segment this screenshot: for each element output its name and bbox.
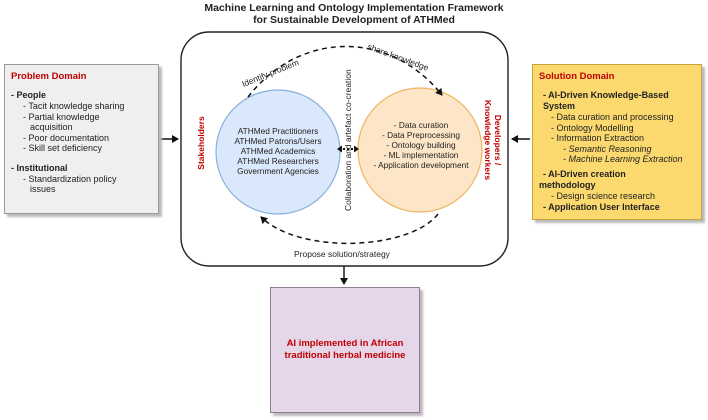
group-methodology: - AI-Driven creation (543, 168, 626, 179)
group-kbs: - AI-Driven Knowledge-Based (543, 90, 669, 100)
group-ui: - Application User Interface (543, 202, 660, 212)
solution-item: - Ontology Modelling (551, 122, 634, 133)
problem-item: - Tacit knowledge sharing (23, 101, 125, 111)
share-knowledge-arrow (247, 45, 443, 98)
group-institutional: - Institutional (11, 162, 68, 173)
solution-item: - Data curation and processing (551, 112, 674, 122)
outcome-line-2: traditional herbal medicine (284, 350, 406, 361)
developer-task: - Application development (373, 160, 469, 170)
developer-task: - Data Preprocessing (382, 130, 460, 140)
stakeholders-label: Stakeholders (196, 116, 206, 170)
stakeholder-item: Government Agencies (237, 166, 319, 176)
solution-domain-heading: Solution Domain (539, 71, 615, 82)
stakeholders-circle (215, 89, 341, 215)
problem-item-continued: issues (30, 184, 56, 194)
group-kbs-continued: System (543, 101, 576, 111)
group-people: - People (11, 90, 47, 100)
developers-circle (357, 87, 483, 213)
solution-item: - Information Extraction (551, 133, 645, 143)
developers-label: Developers / Knowledge workers (483, 99, 503, 181)
problem-domain-box: Problem Domain - People - Tacit knowledg… (4, 64, 159, 214)
developer-task: - ML implementation (383, 150, 459, 160)
problem-item-continued: acquisition (30, 122, 73, 132)
problem-item: - Partial knowledge (23, 111, 100, 122)
stakeholder-item: ATHMed Practitioners (237, 126, 319, 136)
outcome-line-1: AI implemented in African (286, 338, 404, 349)
collaboration-label: Collaboration and artefact co-creation (343, 69, 353, 211)
title-line-1: Machine Learning and Ontology Implementa… (204, 2, 504, 14)
stakeholder-item: ATHMed Patrons/Users (234, 136, 322, 146)
stakeholder-item: ATHMed Researchers (237, 156, 319, 166)
developer-task: - Data curation (393, 120, 449, 130)
developer-task: - Ontology building (386, 140, 456, 150)
stakeholder-list: ATHMed Practitioners ATHMed Patrons/User… (216, 126, 340, 176)
propose-solution-arrow (260, 213, 439, 245)
group-methodology-continued: methodology (539, 179, 596, 190)
problem-item: - Standardization policy (23, 173, 117, 184)
developer-task-list: - Data curation - Data Preprocessing - O… (360, 120, 482, 170)
solution-subitem: - Machine Learning Extraction (563, 154, 683, 164)
stakeholder-item: ATHMed Academics (240, 146, 316, 156)
problem-item: - Skill set deficiency (23, 143, 103, 153)
title-line-2: for Sustainable Development of ATHMed (253, 14, 455, 26)
solution-subitem: - Semantic Reasoning (563, 143, 652, 154)
problem-domain-heading: Problem Domain (11, 71, 87, 82)
outcome-box: AI implemented in African traditional he… (270, 287, 420, 413)
solution-domain-box: Solution Domain - AI-Driven Knowledge-Ba… (532, 64, 702, 220)
propose-solution-label: Propose solution/strategy (294, 249, 390, 259)
solution-item: - Design science research (551, 190, 656, 201)
problem-item: - Poor documentation (23, 132, 110, 143)
